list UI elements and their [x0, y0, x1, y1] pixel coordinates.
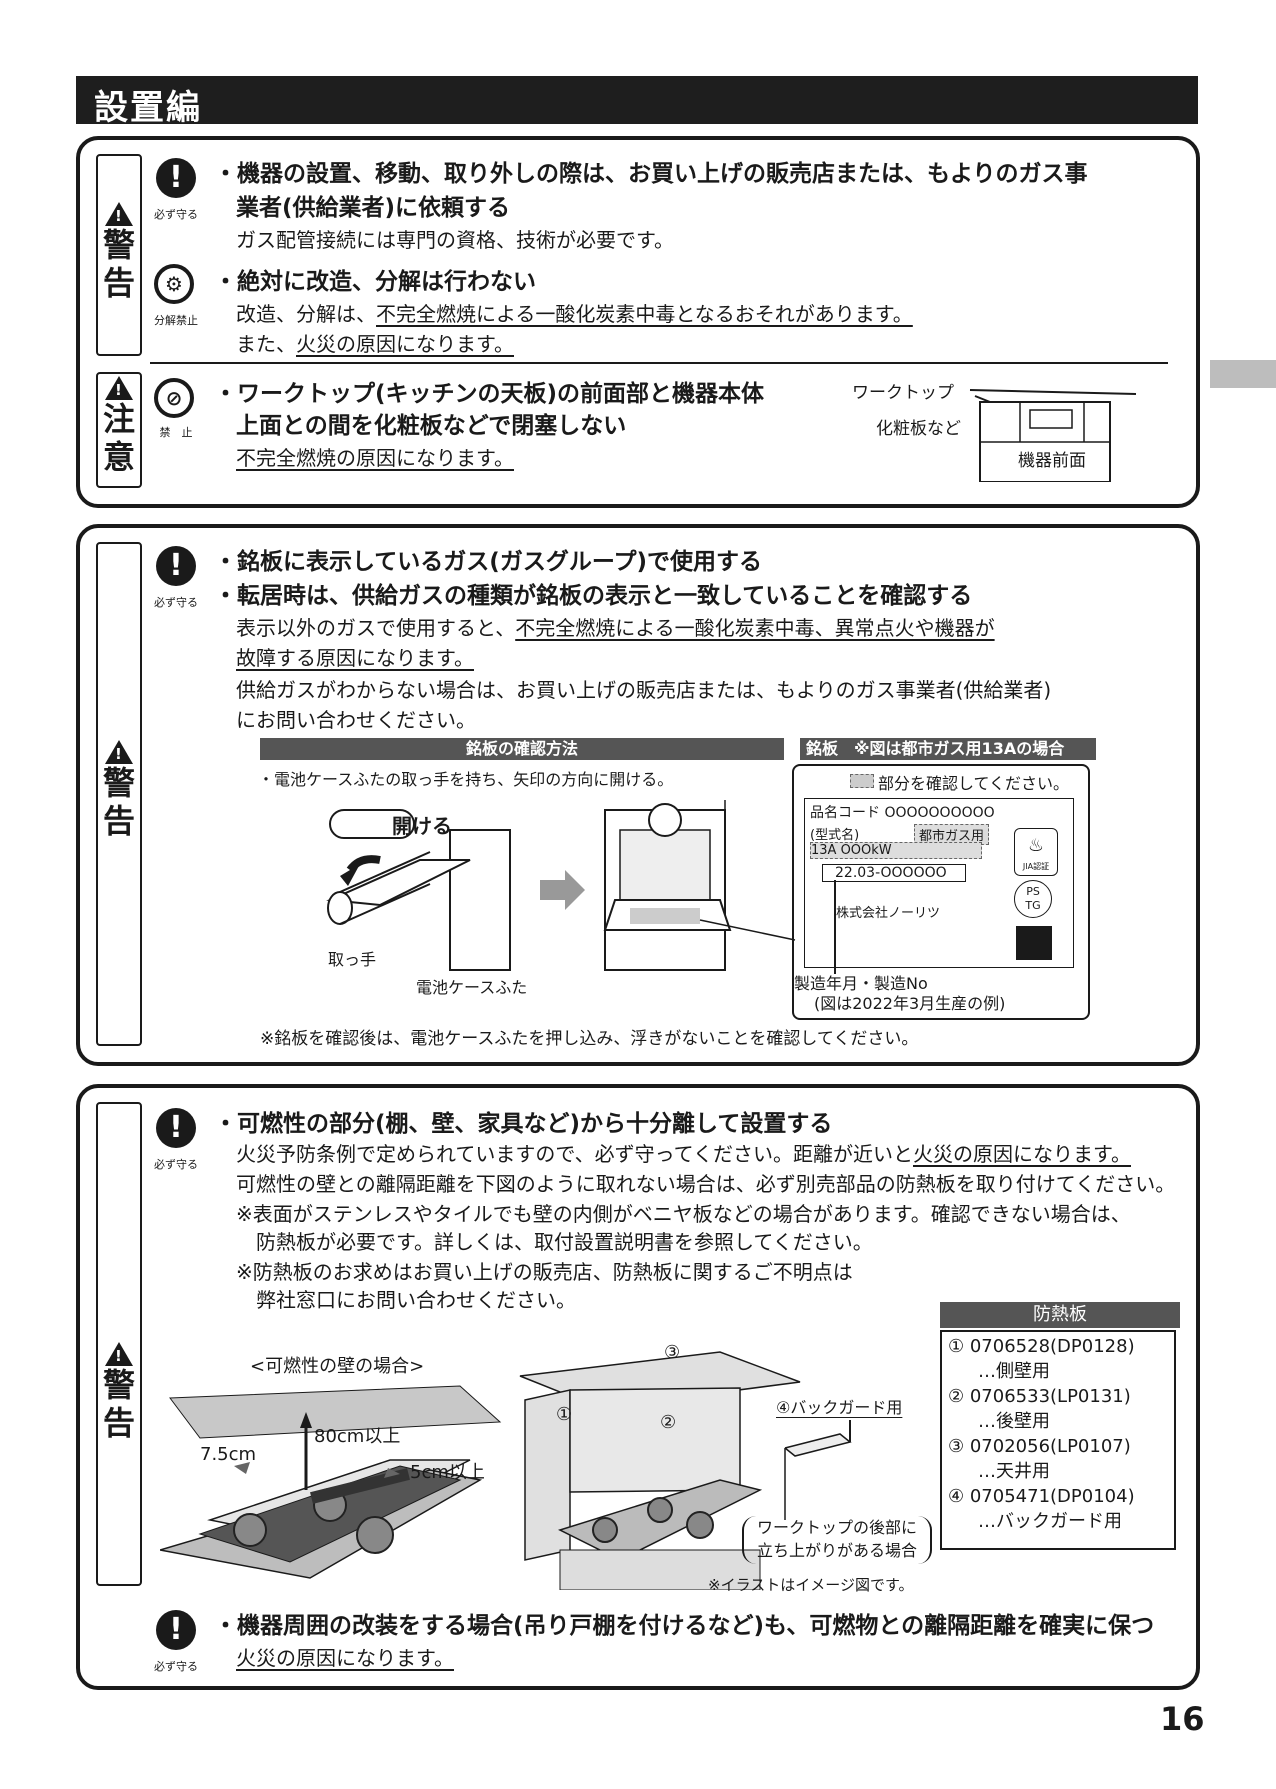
jia-mark-icon: ♨JIA認証 — [1014, 828, 1058, 876]
warning-box-1 — [76, 136, 1200, 508]
item3-title: ・ワークトップ(キッチンの天板)の前面部と機器本体 — [214, 381, 765, 407]
must-do-icon: ! — [156, 1610, 196, 1650]
plate-bar: 銘板 ※図は都市ガス用13Aの場合 — [800, 738, 1096, 760]
front-label: 機器前面 — [1016, 446, 1088, 471]
plate-date-2: (図は2022年3月生産の例) — [814, 994, 1006, 1013]
box3-title: ・可燃性の部分(棚、壁、家具など)から十分離して設置する — [214, 1111, 833, 1137]
method-bar: 銘板の確認方法 — [260, 738, 784, 760]
item1-title-cont: 業者(供給業者)に依頼する — [236, 195, 511, 221]
must-do-icon: ! — [156, 546, 196, 586]
item3-body: 不完全燃焼の原因になります。 — [236, 446, 514, 470]
wall-caption: <可燃性の壁の場合> — [250, 1356, 425, 1377]
box2-body-2: 故障する原因になります。 — [236, 646, 474, 670]
brand-logo-icon — [1016, 926, 1052, 960]
plate-check-text: 部分を確認してください。 — [878, 774, 1070, 793]
prohibit-label: 禁 止 — [159, 426, 193, 439]
backguard-label: ④バックガード用 — [776, 1398, 903, 1417]
plate-date-1: 製造年月・製造No — [794, 974, 928, 993]
plate-model: (型式名) — [810, 828, 860, 843]
must-do-icon: ! — [156, 1108, 196, 1148]
clearance-figure — [160, 1351, 852, 1590]
warning-tag: 警 告 — [96, 154, 142, 356]
box3-item2-body: 火災の原因になります。 — [236, 1646, 454, 1670]
item3-title-cont: 上面との間を化粧板などで閉塞しない — [236, 413, 627, 439]
check-marker — [850, 774, 874, 788]
must-do-label: 必ず守る — [154, 1158, 198, 1171]
box2-body-3: 供給ガスがわからない場合は、お買い上げの販売店または、もよりのガス事業者(供給業… — [236, 678, 1052, 702]
plate-panel — [792, 764, 1090, 1020]
item1-body: ガス配管接続には専門の資格、技術が必要です。 — [236, 228, 674, 252]
box3-body-2: 可燃性の壁との離隔距離を下図のように取れない場合は、必ず別売部品の防熱板を取り付… — [236, 1172, 1176, 1196]
label-ceiling: ③ — [664, 1342, 681, 1363]
plate-city: 都市ガス用 — [914, 824, 990, 845]
item2-body-l2: また、火災の原因になります。 — [236, 332, 514, 356]
warning-triangle-icon — [105, 202, 133, 226]
plate-13a: 13A OOOkW — [810, 842, 982, 859]
section-header: 設置編 — [76, 76, 1198, 128]
warning-triangle-icon — [105, 1342, 133, 1366]
heat-plate-list: ① 0706528(DP0128)…側壁用 ② 0706533(LP0131)…… — [940, 1330, 1176, 1550]
prohibit-icon: ⊘ — [154, 378, 194, 418]
must-do-label: 必ず守る — [154, 1660, 198, 1673]
box2-body-1: 表示以外のガスで使用すると、不完全燃焼による一酸化炭素中毒、異常点火や機器が — [236, 616, 995, 640]
nameplate — [804, 798, 1074, 968]
box3-body-3: ※表面がステンレスやタイルでも壁の内側がベニヤ板などの場合があります。確認できな… — [236, 1202, 1131, 1226]
dim-80cm: 80cm以上 — [314, 1426, 401, 1447]
item1-title: ・機器の設置、移動、取り外しの際は、お買い上げの販売店または、もよりのガス事 — [214, 161, 1088, 187]
box2-note: ※銘板を確認後は、電池ケースふたを押し込み、浮きがないことを確認してください。 — [260, 1029, 919, 1049]
lid-label: 電池ケースふた — [416, 978, 528, 997]
plate-serial: 22.03-OOOOOO — [822, 864, 966, 882]
open-label: 開ける — [392, 814, 452, 838]
dim-7-5cm: 7.5cm — [200, 1444, 257, 1465]
page-number: 16 — [1160, 1700, 1205, 1738]
illust-note: ※イラストはイメージ図です。 — [708, 1576, 914, 1594]
method-text: ・電池ケースふたの取っ手を持ち、矢印の方向に開ける。 — [258, 770, 674, 789]
label-back-wall: ② — [660, 1412, 677, 1433]
panel-label: 化粧板など — [876, 419, 961, 439]
item2-body-l1: 改造、分解は、不完全燃焼による一酸化炭素中毒となるおそれがあります。 — [236, 302, 913, 326]
must-do-label: 必ず守る — [154, 208, 198, 221]
worktop-label: ワークトップ — [852, 383, 954, 403]
rise-note: ワークトップの後部に立ち上がりがある場合 — [742, 1516, 932, 1564]
box3-body-4: 防熱板が必要です。詳しくは、取付設置説明書を参照してください。 — [256, 1230, 873, 1254]
handle-label: 取っ手 — [328, 950, 377, 969]
caution-tag: 注 意 — [96, 372, 142, 488]
warning-triangle-icon — [105, 740, 133, 764]
dim-5cm: 5cm以上 — [410, 1462, 485, 1483]
caution-triangle-icon — [105, 376, 133, 400]
box2-body-4: にお問い合わせください。 — [236, 708, 476, 732]
box2-title-1: ・銘板に表示しているガス(ガスグループ)で使用する — [214, 549, 762, 575]
section-title: 設置編 — [94, 88, 202, 128]
plate-code: 品名コード OOOOOOOOOO — [810, 805, 995, 821]
warning-tag-2: 警 告 — [96, 542, 142, 1046]
must-do-icon: ! — [156, 158, 196, 198]
no-disassemble-label: 分解禁止 — [154, 314, 198, 327]
box3-item2-title: ・機器周囲の改装をする場合(吊り戸棚を付けるなど)も、可燃物との離隔距離を確実に… — [214, 1613, 1155, 1639]
plate-leader — [834, 880, 836, 974]
plate-company: 株式会社ノーリツ — [836, 906, 941, 921]
battery-lid-figure — [326, 800, 796, 971]
worktop-figure — [969, 389, 1137, 482]
plate-item-3: ③ 0702056(LP0107)…天井用 — [948, 1436, 1131, 1482]
box1-divider — [150, 362, 1168, 364]
no-disassemble-icon: ⚙ — [154, 264, 194, 304]
box3-body-1: 火災予防条例で定められていますので、必ず守ってください。距離が近いと火災の原因に… — [236, 1142, 1131, 1166]
plate-item-1: ① 0706528(DP0128)…側壁用 — [948, 1336, 1135, 1382]
heat-plate-title: 防熱板 — [940, 1302, 1180, 1328]
label-side-wall: ① — [556, 1404, 573, 1425]
plate-item-2: ② 0706533(LP0131)…後壁用 — [948, 1386, 1131, 1432]
plate-item-4: ④ 0705471(DP0104)…バックガード用 — [948, 1486, 1135, 1532]
box3-body-6: 弊社窓口にお問い合わせください。 — [256, 1288, 576, 1312]
warning-tag-3: 警 告 — [96, 1102, 142, 1586]
box2-title-2: ・転居時は、供給ガスの種類が銘板の表示と一致していることを確認する — [214, 583, 973, 609]
warning-box-2 — [76, 524, 1200, 1066]
box3-body-5: ※防熱板のお求めはお買い上げの販売店、防熱板に関するご不明点は — [236, 1260, 853, 1284]
must-do-label: 必ず守る — [154, 596, 198, 609]
item2-title: ・絶対に改造、分解は行わない — [214, 269, 536, 295]
side-index-tab — [1210, 360, 1276, 388]
